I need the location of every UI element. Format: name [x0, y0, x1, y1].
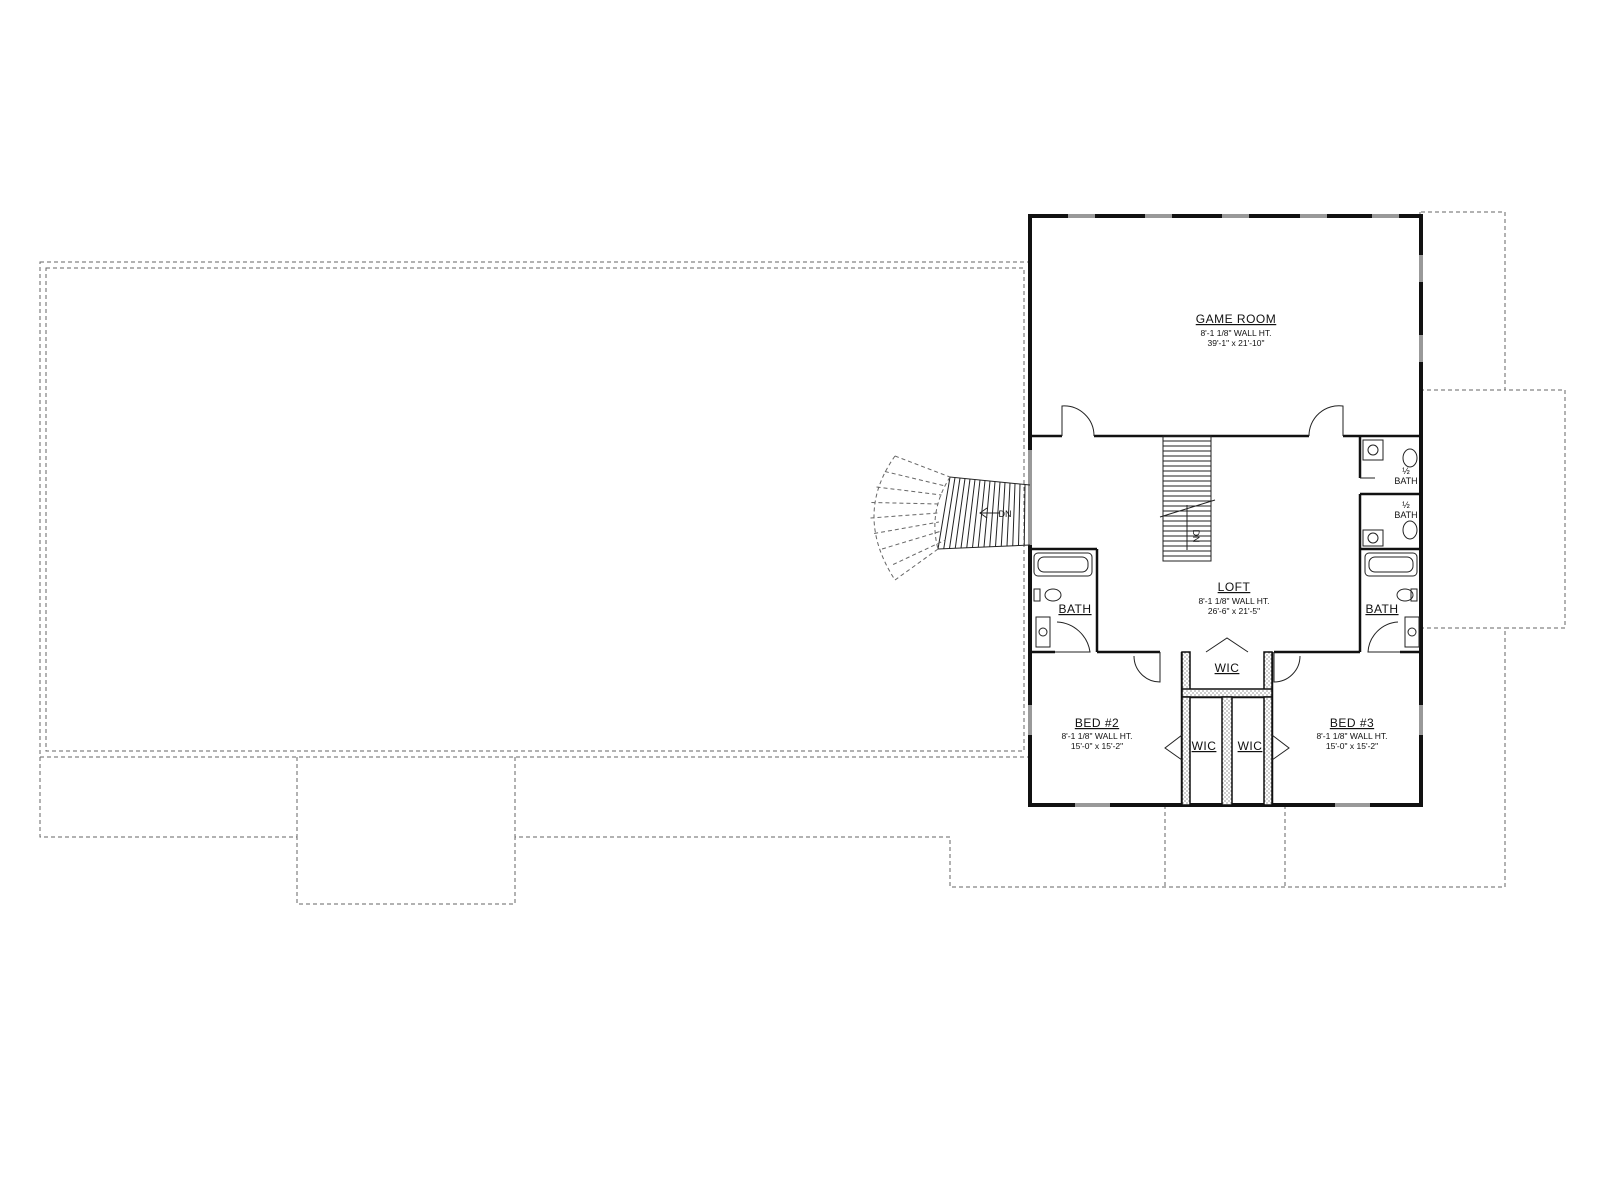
loft-wall-ht: 8'-1 1/8" WALL HT. — [1198, 596, 1269, 606]
exterior-stair-tread — [1012, 483, 1016, 546]
half-bath-2-name: BATH — [1394, 510, 1417, 520]
exterior-stair-tread — [966, 479, 976, 548]
exterior-stair-fan-line — [876, 486, 942, 496]
exterior-stair-tread — [1000, 482, 1006, 547]
exterior-stair-tread — [949, 477, 961, 549]
exterior-stair-fan-line — [870, 512, 939, 519]
exterior-stair-tread — [1018, 483, 1021, 546]
bed3-wall-ht: 8'-1 1/8" WALL HT. — [1316, 731, 1387, 741]
half-bath-1-name: BATH — [1394, 476, 1417, 486]
exterior-stair-dn-label: DN — [999, 509, 1012, 519]
bed2-size: 15'-0" x 15'-2" — [1071, 741, 1123, 751]
exterior-stair-tread — [1006, 482, 1011, 547]
exterior-stair-fan-line — [892, 539, 946, 565]
doors — [1055, 405, 1400, 761]
interior-stair — [1159, 435, 1216, 562]
game-room-name: GAME ROOM — [1196, 312, 1277, 326]
half-bath-1-fraction: ½ — [1402, 466, 1410, 476]
bath-right-name: BATH — [1365, 602, 1398, 616]
exterior-stair-tread — [995, 481, 1001, 547]
bath-fixtures — [1033, 439, 1420, 648]
exterior-stair-tread — [972, 479, 981, 548]
exterior-stair-tread — [954, 478, 966, 549]
exterior-stair-fan-line — [871, 502, 939, 505]
wic-right-name: WIC — [1238, 739, 1263, 753]
room-labels: GAME ROOM 8'-1 1/8" WALL HT. 39'-1" x 21… — [999, 312, 1418, 753]
bed2-name: BED #2 — [1075, 716, 1119, 730]
wic-left-name: WIC — [1192, 739, 1217, 753]
bed3-size: 15'-0" x 15'-2" — [1326, 741, 1378, 751]
exterior-stair-fan-line — [881, 530, 942, 550]
exterior-stair-tread — [983, 480, 991, 548]
bath-left-name: BATH — [1058, 602, 1091, 616]
lower-floor-outline — [39, 211, 1566, 905]
exterior-stair-tread — [989, 481, 996, 547]
exterior-stair-fan-line — [874, 521, 940, 534]
exterior-stair — [870, 455, 1031, 581]
wic-walls — [1181, 651, 1273, 806]
exterior-stair-tread — [943, 477, 956, 549]
interior-stair-dn-label: DN — [1191, 530, 1201, 543]
game-room-size: 39'-1" x 21'-10" — [1207, 338, 1264, 348]
half-bath-2-fraction: ½ — [1402, 500, 1410, 510]
exterior-stair-tread — [960, 478, 971, 549]
exterior-stair-fan-line — [884, 471, 946, 487]
game-room-wall-ht: 8'-1 1/8" WALL HT. — [1200, 328, 1271, 338]
bed3-name: BED #3 — [1330, 716, 1374, 730]
exterior-stair-tread — [1023, 484, 1026, 546]
bed2-wall-ht: 8'-1 1/8" WALL HT. — [1061, 731, 1132, 741]
wic-center-name: WIC — [1215, 661, 1240, 675]
loft-size: 26'-6" x 21'-5" — [1208, 606, 1260, 616]
loft-name: LOFT — [1218, 580, 1251, 594]
